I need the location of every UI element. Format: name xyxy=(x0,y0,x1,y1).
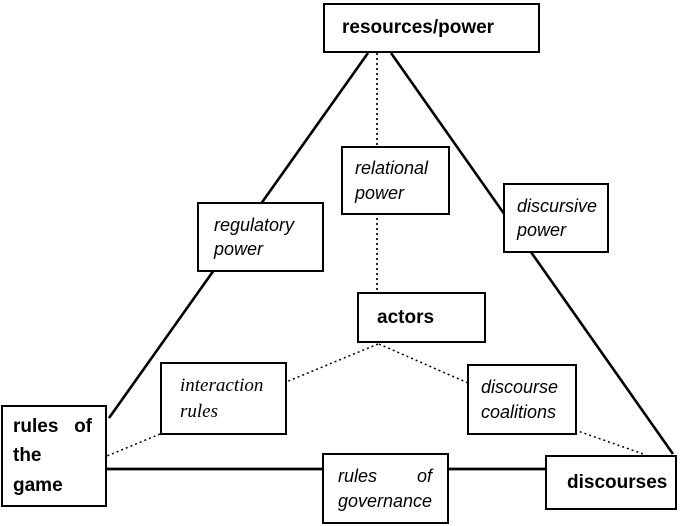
edge-interactionrules-rulesgame-dotted xyxy=(106,433,161,457)
node-label: actors xyxy=(377,306,435,328)
node-label-line1: interaction xyxy=(180,374,264,396)
edge-actors-coalitions-dotted xyxy=(378,343,469,384)
node-discursive-power: discursive power xyxy=(503,183,609,253)
node-rules-of-the-game: rules of the game xyxy=(1,405,107,507)
edge-actors-interactionrules-dotted xyxy=(285,343,379,383)
node-label-word: rules xyxy=(13,415,59,437)
node-resources-power: resources/power xyxy=(323,3,540,53)
node-label-word: rules xyxy=(338,466,378,487)
node-label-line2: governance xyxy=(338,490,433,511)
node-label-word: of xyxy=(416,466,432,487)
node-discourses: discourses xyxy=(545,455,677,510)
node-label-word: of xyxy=(74,415,92,437)
edge-coalitions-discourses-dotted xyxy=(574,429,647,456)
node-label: discourses xyxy=(567,471,668,493)
node-label-line1: rules of xyxy=(13,412,92,441)
node-label-line2: power xyxy=(517,220,567,240)
node-label-line2: the xyxy=(13,445,42,467)
node-label-line1: discourse xyxy=(481,377,559,398)
node-relational-power: relational power xyxy=(341,146,450,215)
node-interaction-rules: interaction rules xyxy=(160,362,287,435)
node-actors: actors xyxy=(357,292,486,343)
node-label: resources/power xyxy=(342,17,495,39)
edge-resources-discourses-solid xyxy=(389,52,675,455)
node-regulatory-power: regulatory power xyxy=(197,202,324,272)
node-label-line2: rules xyxy=(180,400,218,422)
node-label-line2: coalitions xyxy=(481,401,557,422)
node-label-line1: rules of xyxy=(338,464,432,488)
node-rules-of-governance: rules of governance xyxy=(322,453,449,524)
node-label-line1: relational xyxy=(355,158,429,179)
node-label-line2: power xyxy=(214,239,264,259)
node-label-line2: power xyxy=(355,182,405,203)
node-label-line3: game xyxy=(13,474,63,496)
node-discourse-coalitions: discourse coalitions xyxy=(467,364,577,435)
node-label-line1: regulatory xyxy=(214,214,295,235)
node-label-line1: discursive xyxy=(517,195,598,216)
